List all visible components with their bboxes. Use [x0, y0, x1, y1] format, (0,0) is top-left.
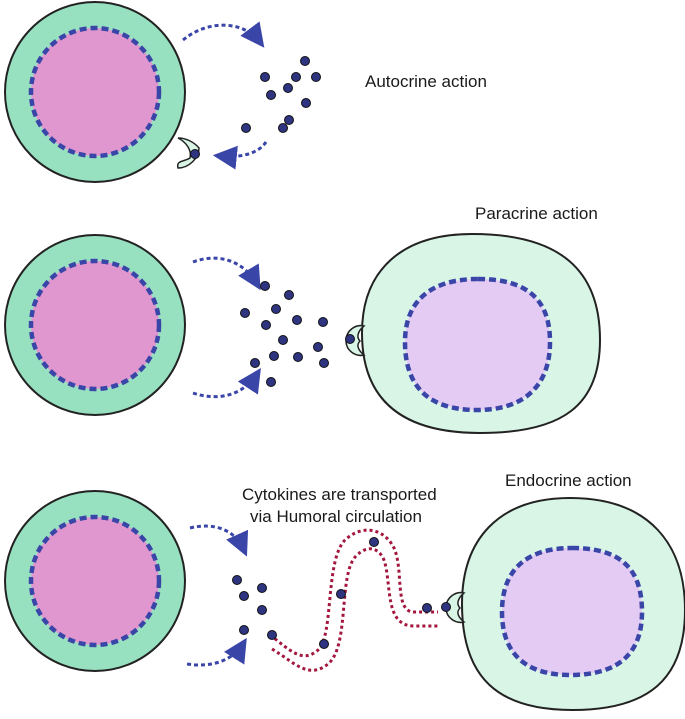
transport-label-line1: Cytokines are transported — [242, 485, 437, 504]
transport-label-line2: via Humoral circulation — [250, 507, 422, 526]
cytokine — [240, 308, 250, 318]
cytokine — [311, 72, 321, 82]
cytokine — [260, 281, 270, 291]
cytokine — [239, 591, 249, 601]
receptor — [345, 324, 366, 357]
secretion-arrow-lower — [186, 637, 247, 667]
cytokine-in-vessel — [336, 589, 346, 599]
cytokine — [319, 358, 329, 368]
cytokine — [318, 317, 328, 327]
cytokine-in-vessel — [422, 603, 432, 613]
cytokine — [267, 630, 277, 640]
nucleus — [28, 514, 162, 648]
blood-vessel — [269, 528, 438, 672]
cytokine — [284, 115, 294, 125]
endocrine-panel: Cytokines are transported via Humoral ci… — [4, 471, 685, 712]
cytokine — [257, 605, 267, 615]
paracrine-panel: Paracrine action — [4, 204, 602, 435]
cytokine-cluster — [232, 537, 432, 649]
cytokine-bound — [441, 602, 451, 612]
cytokine — [301, 98, 311, 108]
cytokine — [261, 320, 271, 330]
secreting-cell-1 — [4, 1, 186, 183]
cytokine-cluster — [190, 56, 321, 159]
cytokine — [250, 358, 260, 368]
return-arrow — [212, 141, 268, 170]
cytokine — [278, 123, 288, 133]
autocrine-label: Autocrine action — [365, 72, 487, 91]
endocrine-label: Endocrine action — [505, 471, 632, 490]
nucleus — [499, 545, 645, 678]
nucleus — [28, 25, 162, 159]
cytokine — [300, 56, 310, 66]
cytokine — [271, 304, 281, 314]
vessel-wall-outer — [269, 528, 438, 658]
cytokine-bound — [345, 334, 355, 344]
secreting-cell-2 — [4, 234, 186, 416]
target-cell-2 — [441, 496, 685, 712]
receptor — [445, 591, 466, 624]
cytokine — [313, 342, 323, 352]
secreting-cell-3 — [4, 490, 186, 672]
cytokine — [257, 583, 267, 593]
cytokine — [269, 351, 279, 361]
paracrine-label: Paracrine action — [475, 204, 598, 223]
secretion-arrow-lower — [192, 367, 261, 399]
receptor — [176, 137, 200, 169]
cytokine-in-vessel — [319, 639, 329, 649]
cytokine — [239, 625, 249, 635]
cytokine — [284, 290, 294, 300]
cytokine-in-vessel — [369, 537, 379, 547]
cytokine — [278, 335, 288, 345]
cytokine — [232, 575, 242, 585]
target-cell-1 — [345, 232, 602, 435]
vessel-wall-inner — [271, 547, 438, 672]
nucleus — [28, 258, 162, 392]
cytokine — [292, 315, 302, 325]
cytokine — [260, 72, 270, 82]
cytokine — [241, 123, 251, 133]
cytokine — [291, 72, 301, 82]
autocrine-panel: Autocrine action — [4, 1, 487, 183]
cytokine-cluster — [240, 281, 329, 387]
cytokine — [266, 90, 276, 100]
cytokine — [293, 352, 303, 362]
cytokine-bound — [190, 149, 200, 159]
secretion-arrow-upper — [189, 524, 249, 557]
cytokine — [283, 83, 293, 93]
secretion-arrow — [182, 21, 265, 48]
cytokine — [266, 377, 276, 387]
nucleus — [402, 276, 553, 413]
secretion-arrow-upper — [192, 256, 261, 291]
